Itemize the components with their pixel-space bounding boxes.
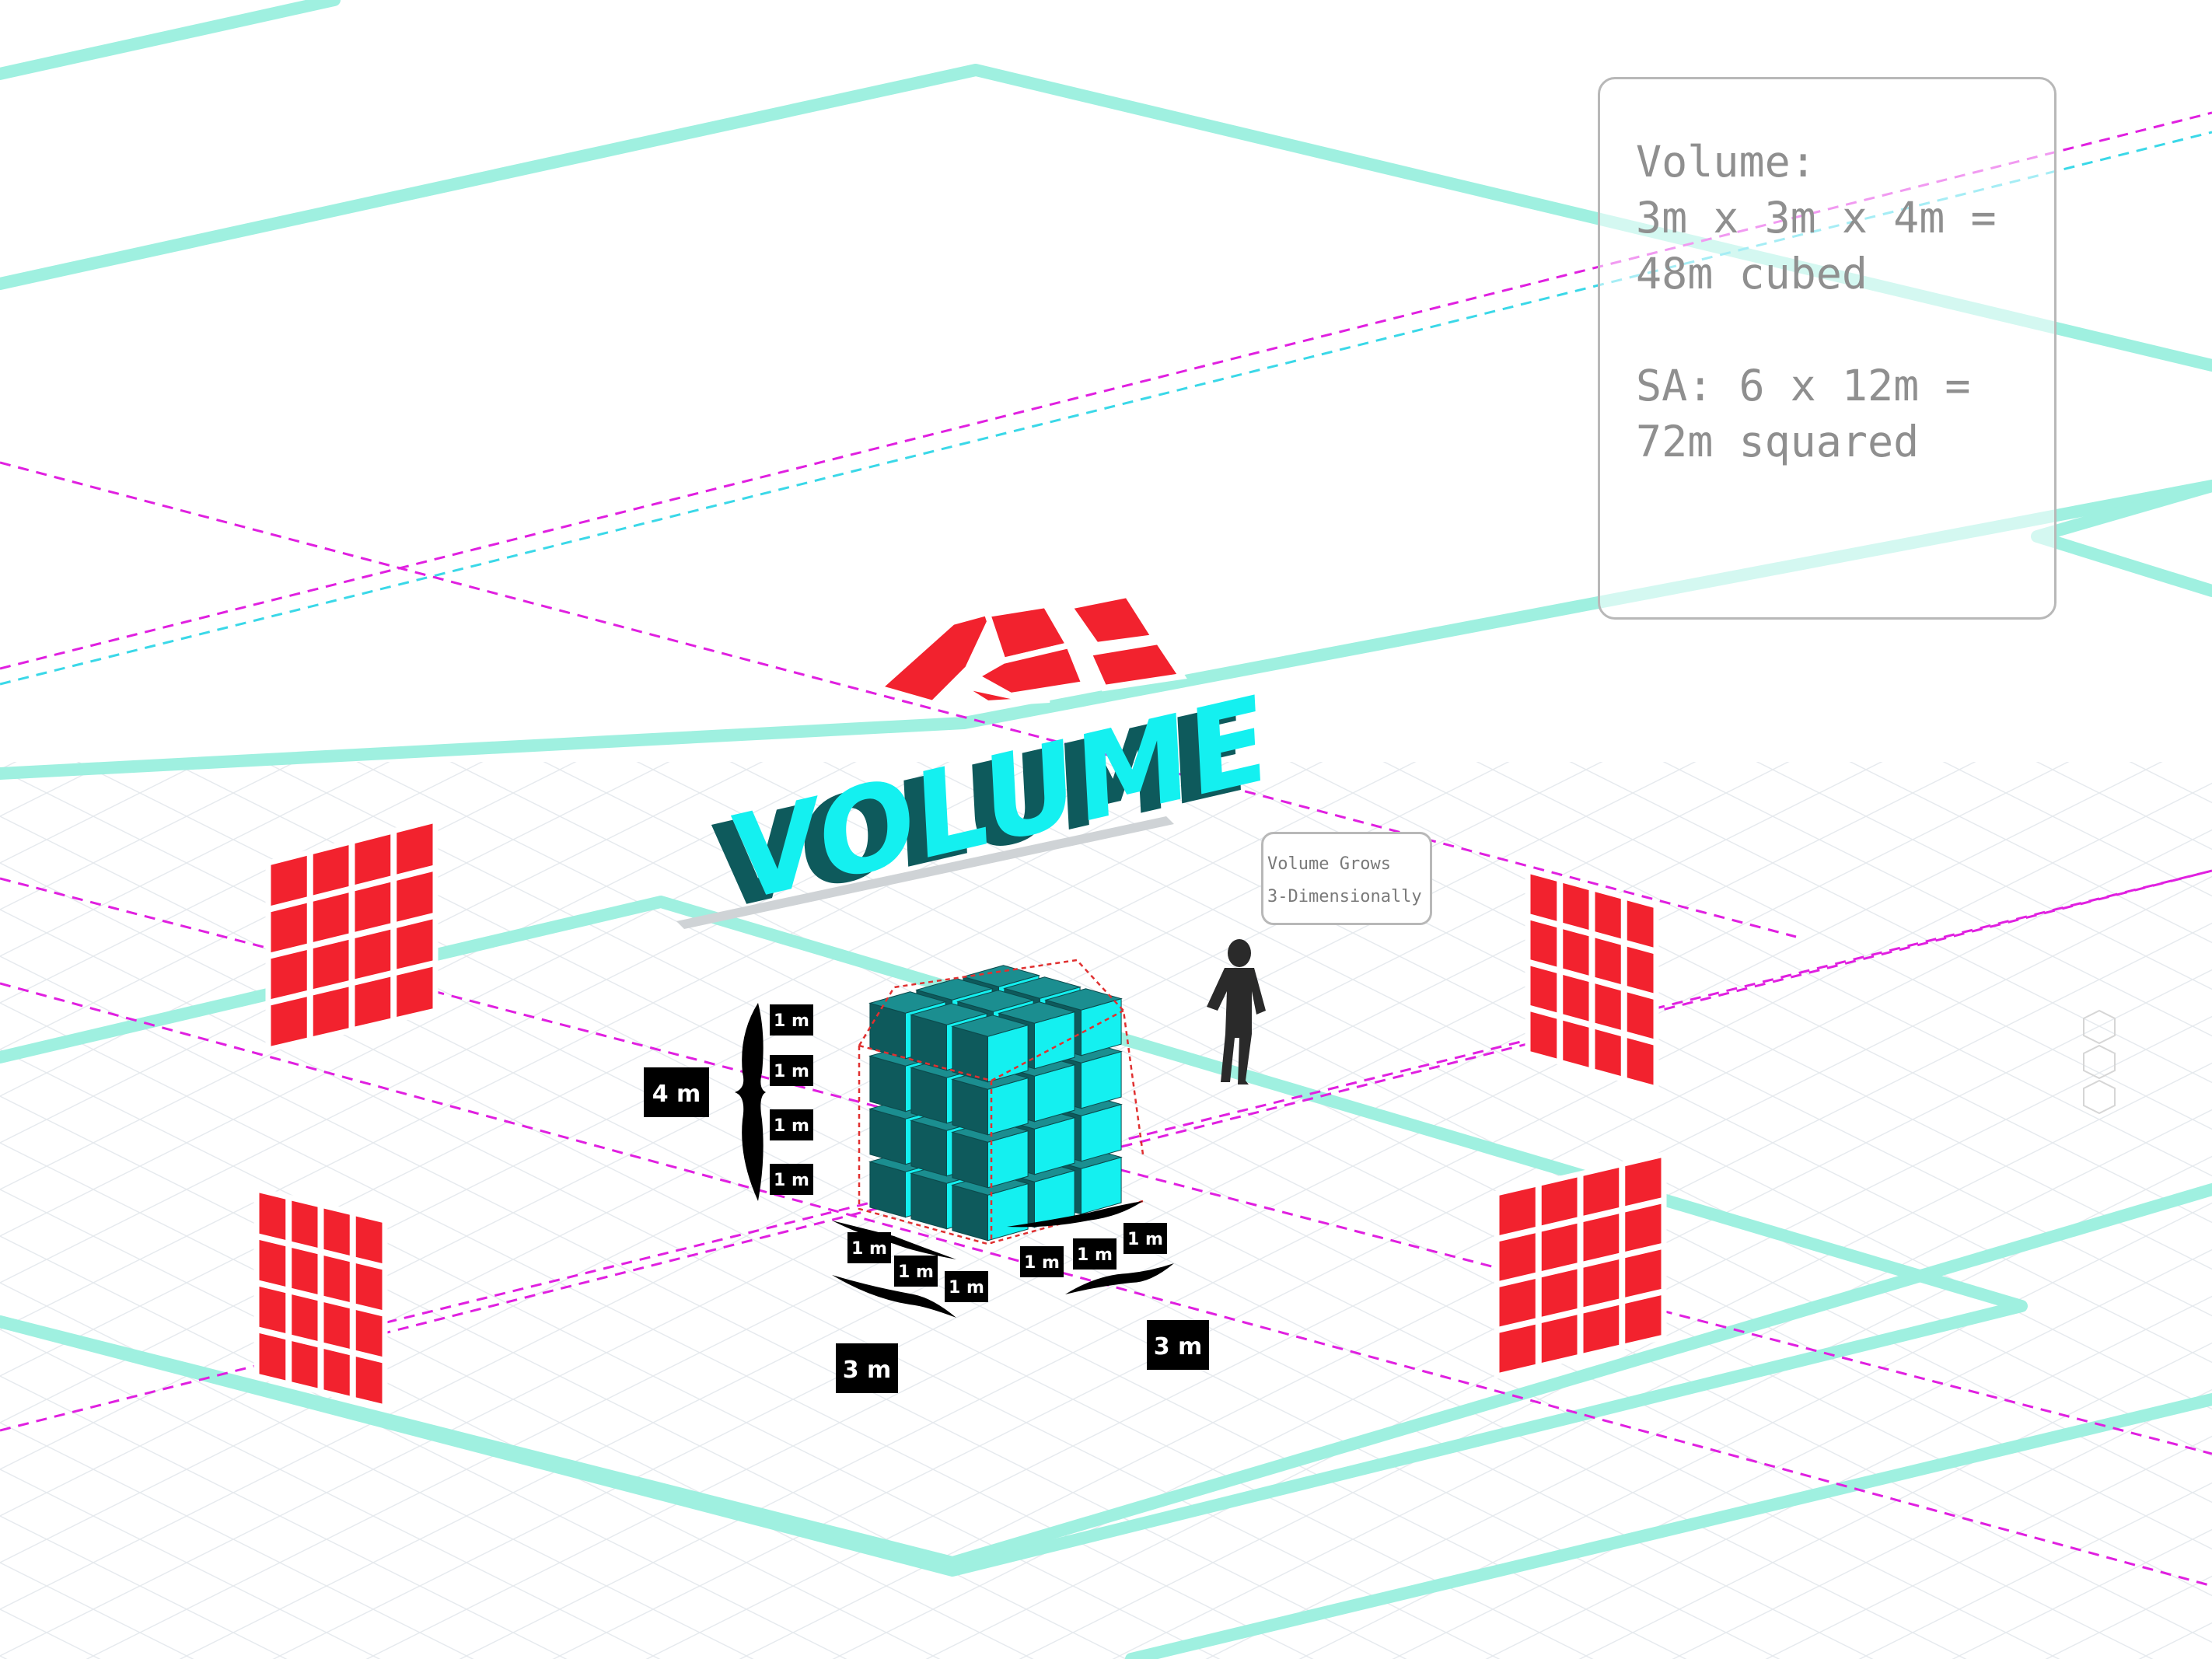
unit-label-box — [770, 1004, 813, 1036]
unit-label-box — [894, 1256, 938, 1287]
unit-label-box — [1073, 1238, 1116, 1270]
unit-label-box — [1020, 1246, 1064, 1277]
unit-label-text: 1 m — [1127, 1230, 1163, 1249]
unit-label: 1 m — [1073, 1238, 1116, 1270]
width-total-label: 3 m — [836, 1343, 898, 1393]
unit-label-box — [770, 1164, 813, 1195]
cube-stack — [868, 965, 1123, 1242]
panel-grid-line — [1496, 1288, 1665, 1334]
info-panel: Volume: 3m x 3m x 4m = 48m cubed SA: 6 x… — [1598, 77, 2056, 620]
svg-text:4 m: 4 m — [652, 1081, 701, 1108]
unit-label-box — [945, 1271, 988, 1302]
info-line-sa-formula: SA: 6 x 12m = — [1636, 361, 1971, 410]
info-line-sa-result: 72m squared — [1636, 417, 1920, 466]
panel-grid-line — [267, 912, 436, 959]
unit-label: 1 m — [770, 1004, 813, 1036]
panel-grid-line — [267, 959, 436, 1006]
unit-label-box — [770, 1109, 813, 1140]
panel-grid-line — [256, 1280, 386, 1317]
callout-note: Volume Grows 3-Dimensionally — [1261, 832, 1432, 925]
human-figure — [1207, 939, 1266, 1084]
panel-grid-lines — [256, 830, 1665, 1399]
unit-label-text: 1 m — [774, 1171, 809, 1190]
unit-label-text: 1 m — [774, 1011, 809, 1031]
unit-cube — [951, 1015, 1029, 1083]
unit-label: 1 m — [847, 1232, 891, 1263]
panel-grid-line — [1526, 1004, 1658, 1046]
unit-label: 1 m — [1123, 1223, 1167, 1254]
unit-label-text: 1 m — [949, 1278, 984, 1298]
info-line-volume-formula: 3m x 3m x 4m = — [1636, 193, 1997, 243]
unit-label: 1 m — [770, 1055, 813, 1086]
callout-line-1: Volume Grows — [1267, 854, 1391, 874]
info-line-volume-result: 48m cubed — [1636, 249, 1868, 299]
svg-text:3 m: 3 m — [843, 1357, 892, 1384]
unit-label-text: 1 m — [1024, 1253, 1060, 1273]
dimension-braces — [735, 1003, 1174, 1318]
unit-label: 1 m — [945, 1271, 988, 1302]
svg-text:3 m: 3 m — [1154, 1333, 1203, 1360]
info-line-volume-heading: Volume: — [1636, 137, 1816, 187]
depth-total-label: 3 m — [1147, 1320, 1209, 1370]
unit-label-text: 1 m — [898, 1263, 934, 1282]
unit-label: 1 m — [770, 1109, 813, 1140]
unit-label-box — [770, 1055, 813, 1086]
height-total-label: 4 m — [644, 1067, 709, 1117]
info-line-spacer — [1636, 302, 2054, 358]
panel-grid-line — [1496, 1242, 1665, 1288]
unit-label-text: 1 m — [1077, 1245, 1113, 1265]
callout-line-2: 3-Dimensionally — [1267, 887, 1422, 906]
unit-label-text: 1 m — [774, 1062, 809, 1081]
panel-grid-line — [256, 1326, 386, 1364]
unit-label-box — [1123, 1223, 1167, 1254]
red-panel-top — [872, 591, 1187, 707]
unit-label: 1 m — [1020, 1246, 1064, 1277]
dimension-labels: 4 m 3 m 3 m — [644, 1067, 1209, 1393]
unit-label-box — [847, 1232, 891, 1263]
panel-grid-line — [1526, 959, 1658, 1001]
faint-cube-icons — [2083, 1009, 2116, 1115]
unit-label: 1 m — [770, 1164, 813, 1195]
unit-label: 1 m — [894, 1256, 938, 1287]
unit-label-text: 1 m — [774, 1116, 809, 1136]
unit-label-text: 1 m — [851, 1239, 887, 1259]
unit-labels: 1 m 1 m 1 m 1 m 1 m 1 m 1 m 1 m 1 m 1 m — [770, 1004, 1167, 1302]
